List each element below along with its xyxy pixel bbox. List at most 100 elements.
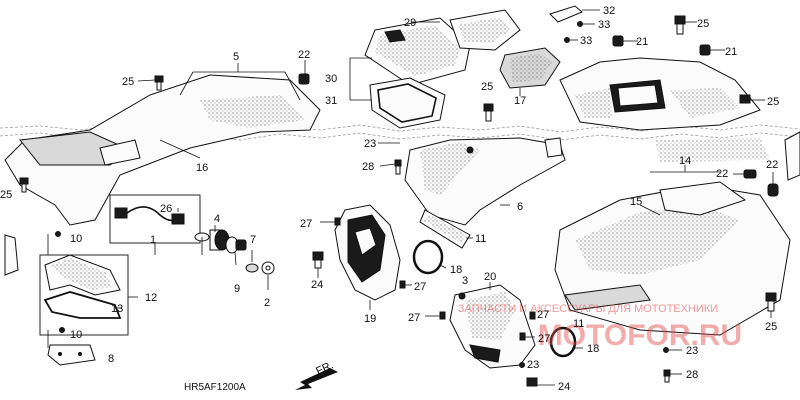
callout-33b: 33 [580,35,592,47]
grommet-stack [194,229,275,275]
callout-27b: 27 [414,281,426,293]
grommet-23c [663,347,669,353]
callout-22b: 22 [716,168,728,180]
duct-20 [449,284,536,369]
edge-part-right [784,131,800,181]
callout-3: 3 [462,275,468,287]
bolt-25-far-left [19,177,29,193]
callout-27c: 27 [408,312,420,324]
bolt-25-bottom-right [765,292,777,312]
callout-22c: 22 [766,159,778,171]
callout-1: 1 [150,234,156,246]
diagram-code: HR5AF1200A [184,382,246,393]
nut-33a [577,21,583,27]
callout-25f: 25 [765,321,777,333]
watermark-brand: MOTOFOR.RU [538,319,742,352]
bolt-25-right [739,94,751,104]
airbox-19 [334,204,401,301]
callout-17: 17 [514,95,526,107]
nut-21-top [612,35,624,47]
strip-11-center [419,209,471,249]
callout-18b: 18 [587,343,599,355]
bolt-25-left [154,75,164,91]
callout-13: 13 [111,303,123,315]
clip-27a [334,217,341,226]
floor-panel-15 [554,138,791,336]
callout-18a: 18 [450,264,462,276]
clip-27e [529,311,536,320]
callout-25d: 25 [697,18,709,30]
clip-10a [55,231,61,237]
clip-32 [549,5,583,23]
grommet-23a [466,146,474,154]
torn-edge-bottom [0,132,800,141]
callout-14: 14 [679,155,691,167]
fastener-22-right [743,169,757,179]
callout-20: 20 [484,271,496,283]
bracket-12 [39,254,129,336]
band-18b [549,326,577,358]
bolt-25-center [483,103,494,122]
watermark: ЗАПЧАСТИ И АКСЕССУАРЫ ДЛЯ МОТОТЕХНИКИ MO… [458,303,742,352]
front-direction-arrow [295,368,338,390]
clip-27b [399,280,406,289]
nut-21-right [699,44,711,56]
callout-9: 9 [234,283,240,295]
callout-22a: 22 [298,49,310,61]
direction-label: FR. [314,359,335,377]
callout-4: 4 [214,213,220,225]
watermark-line: ЗАПЧАСТИ И АКСЕССУАРЫ ДЛЯ МОТОТЕХНИКИ [458,303,718,315]
callout-5: 5 [233,51,239,63]
callout-27a: 27 [300,218,312,230]
callout-2: 2 [264,297,270,309]
under-panel-6 [404,137,566,226]
bracket-8 [47,344,96,366]
callout-32: 32 [603,5,615,17]
nut-22-left [298,73,310,85]
callout-27d: 27 [537,309,549,321]
lid-17 [499,47,561,89]
callout-11b: 11 [573,318,584,330]
callout-6: 6 [517,201,523,213]
callout-29: 29 [404,17,416,29]
callout-25b: 25 [0,189,12,201]
callout-11a: 11 [475,233,486,245]
callout-30: 30 [325,73,337,85]
callout-31: 31 [325,95,337,107]
callout-8: 8 [108,353,114,365]
callout-23a: 23 [364,138,376,150]
screw-28b [663,369,671,383]
callout-12: 12 [145,292,157,304]
callout-25a: 25 [122,76,134,88]
callout-25c: 25 [481,81,493,93]
fastener-22-far-right [767,183,779,197]
grommet-23b [519,362,525,368]
callout-10b: 10 [70,329,82,341]
grommet-3 [458,292,466,300]
callout-21a: 21 [636,36,648,48]
bolt-24a [312,251,324,269]
bolt-25-top-right [674,15,686,35]
callout-23b: 23 [527,359,539,371]
band-18a [412,239,444,275]
screw-28a [394,159,402,175]
callout-21b: 21 [725,46,737,58]
rear-fender-assembly [4,74,321,276]
callout-7: 7 [250,234,256,246]
callout-26: 26 [160,203,172,215]
callout-28a: 28 [362,161,374,173]
bolt-24b [526,377,538,387]
callout-27e: 27 [538,333,550,345]
callout-24a: 24 [311,279,323,291]
clip-27d [519,332,526,341]
callout-16: 16 [196,162,208,174]
callout-33a: 33 [598,19,610,31]
callout-24b: 24 [558,381,570,393]
callout-19: 19 [364,313,376,325]
front-cover-assembly [559,57,761,131]
callout-28b: 28 [686,369,698,381]
clip-10b [59,327,65,333]
seat-cover-group [364,9,521,129]
